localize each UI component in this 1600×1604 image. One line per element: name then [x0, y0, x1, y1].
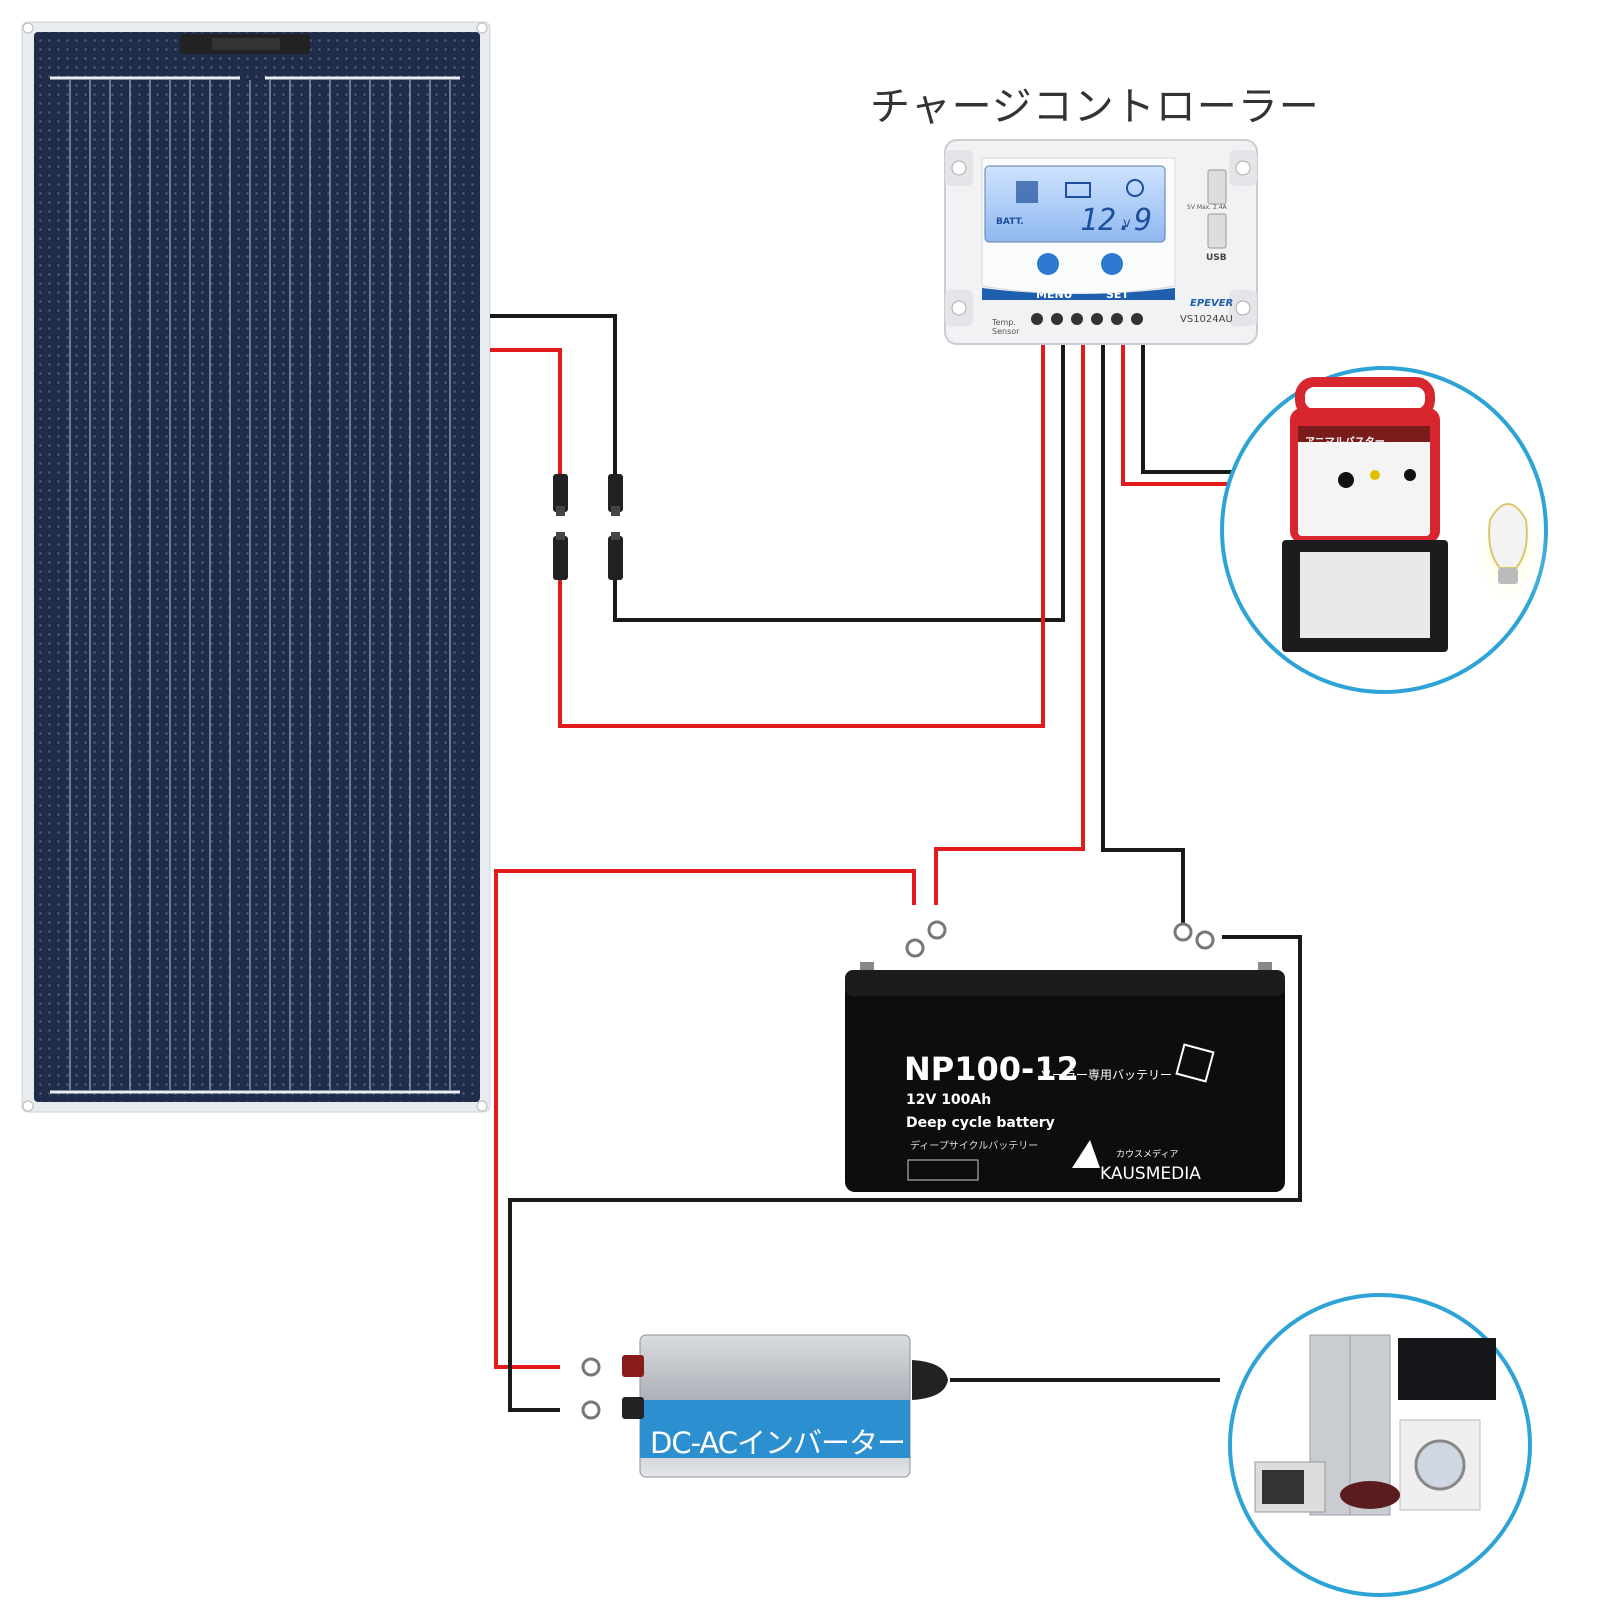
battery-negative-wire — [1101, 345, 1185, 925]
controller-model: VS1024AU — [1180, 314, 1233, 325]
lcd-batt-label: BATT. — [996, 217, 1024, 227]
mc4-connectors — [553, 474, 623, 580]
inverter-positive-wire — [494, 869, 916, 1369]
inverter — [581, 1334, 948, 1478]
panel-negative-wire — [490, 314, 617, 475]
lcd-voltage-readout: 12.9 — [1080, 203, 1153, 238]
panel-positive-wire — [490, 348, 562, 475]
usb-rating: 5V Max. 2.4A — [1187, 204, 1227, 211]
menu-button-label: MENU — [1036, 288, 1073, 301]
appliances-circle — [1228, 1293, 1532, 1597]
diagram-title: チャージコントローラー — [870, 84, 1320, 130]
lcd-voltage-unit: v — [1123, 216, 1131, 231]
terminal-lugs — [905, 920, 1215, 958]
wiring — [490, 314, 1302, 1412]
battery-type-jp: ディープサイクルバッテリー — [910, 1141, 1039, 1152]
panel-negative-wire-lower — [613, 345, 1065, 622]
battery-model: NP100-12 — [904, 1050, 1079, 1088]
battery-brand-jp: カウスメディア — [1116, 1150, 1179, 1160]
battery-capacity: 12V 100Ah — [906, 1092, 992, 1108]
temp-sensor-label: Temp. Sensor — [992, 318, 1020, 336]
battery-positive-wire — [934, 345, 1085, 905]
panel-positive-wire-lower — [558, 345, 1045, 728]
solar-panel — [21, 21, 491, 1113]
inverter-label: DC-ACインバーター — [650, 1426, 906, 1460]
inverter-negative-wire — [508, 935, 1302, 1412]
set-button-label: SET — [1106, 288, 1129, 301]
controller-brand: EPEVER — [1190, 298, 1234, 309]
animal-buster-title: アニマルバスター — [1305, 437, 1385, 448]
usb-label: USB — [1206, 253, 1227, 263]
battery-brand: KAUSMEDIA — [1100, 1164, 1201, 1184]
battery-subtitle-jp: ソーラー専用バッテリー — [1040, 1068, 1173, 1082]
battery-type: Deep cycle battery — [906, 1115, 1055, 1131]
load-device-circle — [1220, 366, 1548, 694]
charge-controller — [944, 139, 1258, 345]
battery — [845, 920, 1285, 1192]
